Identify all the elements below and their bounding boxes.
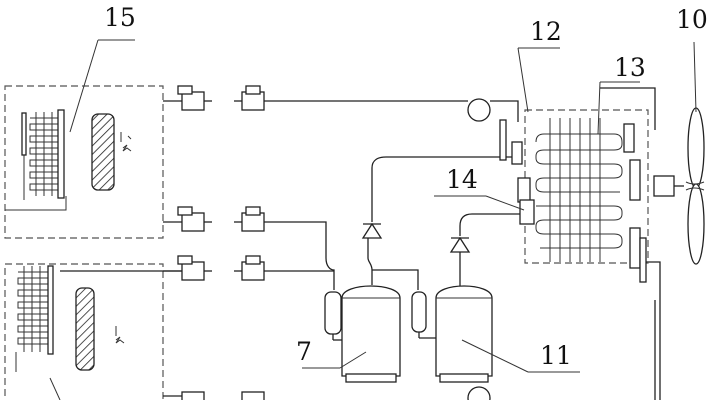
sight-glass-top xyxy=(467,98,491,122)
label-13: 13 xyxy=(614,53,646,82)
check-valve-7 xyxy=(361,222,383,239)
upper-indoor-unit xyxy=(4,85,164,239)
valve-pairs xyxy=(177,85,265,400)
compressor-7 xyxy=(324,285,401,383)
label-14: 14 xyxy=(446,165,478,194)
sight-glass-bottom xyxy=(467,386,491,400)
indoor-connection-pipes xyxy=(60,100,182,397)
condenser-fan xyxy=(685,107,705,265)
compressor-11 xyxy=(411,285,493,383)
leader-lines xyxy=(69,39,697,373)
label-15: 15 xyxy=(104,3,136,32)
label-12: 12 xyxy=(530,17,562,46)
main-piping xyxy=(264,87,661,400)
check-valve-11 xyxy=(449,236,471,253)
label-10: 10 xyxy=(676,5,708,34)
lower-indoor-unit xyxy=(4,263,164,400)
label-7: 7 xyxy=(296,337,312,366)
condenser-assembly xyxy=(499,109,684,283)
label-11: 11 xyxy=(540,341,572,370)
